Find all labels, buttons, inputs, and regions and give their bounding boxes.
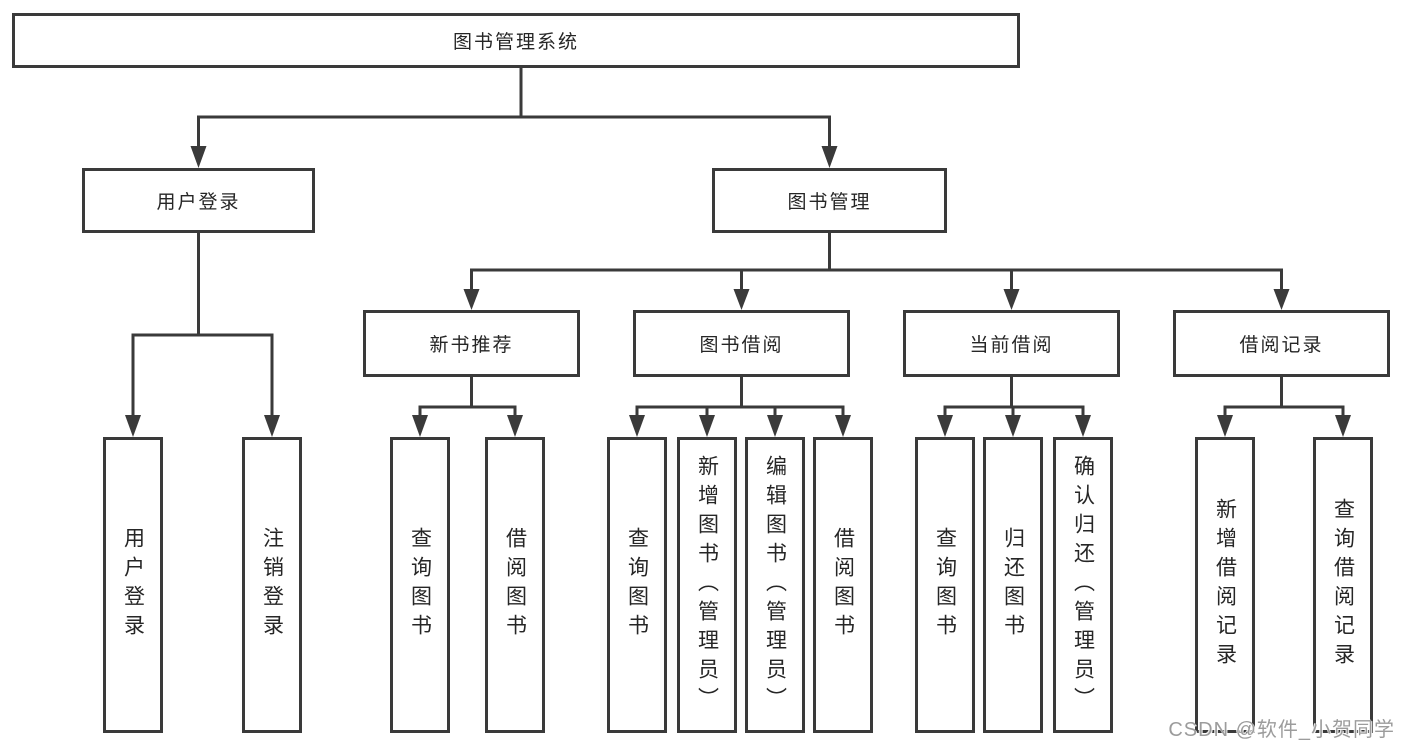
leaf-edit-book-admin-label: 编辑图书（管理员） — [763, 454, 787, 716]
leaf-user-login: 用户登录 — [103, 437, 163, 733]
node-root: 图书管理系统 — [12, 13, 1020, 68]
node-new-book-recommend: 新书推荐 — [363, 310, 580, 377]
leaf-confirm-return-admin: 确认归还（管理员） — [1053, 437, 1113, 733]
node-user-login-label: 用户登录 — [156, 192, 241, 213]
leaf-borrow-book: 借阅图书 — [813, 437, 873, 733]
leaf-add-book-admin: 新增图书（管理员） — [677, 437, 737, 733]
leaf-query-book-current-label: 查询图书 — [933, 527, 957, 643]
leaf-query-borrow-record: 查询借阅记录 — [1313, 437, 1373, 733]
leaf-add-borrow-record-label: 新增借阅记录 — [1213, 498, 1237, 672]
node-book-management-label: 图书管理 — [787, 192, 872, 213]
node-user-login: 用户登录 — [82, 168, 315, 233]
leaf-confirm-return-admin-label: 确认归还（管理员） — [1071, 454, 1095, 716]
leaf-query-book-current: 查询图书 — [915, 437, 975, 733]
leaf-add-book-admin-label: 新增图书（管理员） — [695, 454, 719, 716]
leaf-user-login-label: 用户登录 — [121, 527, 145, 643]
node-root-label: 图书管理系统 — [452, 32, 579, 53]
leaf-query-book-recommend: 查询图书 — [390, 437, 450, 733]
leaf-return-book-label: 归还图书 — [1001, 527, 1025, 643]
leaf-query-book-borrow-label: 查询图书 — [625, 527, 649, 643]
leaf-borrow-book-recommend-label: 借阅图书 — [503, 527, 527, 643]
node-book-management: 图书管理 — [712, 168, 947, 233]
node-current-borrow-label: 当前借阅 — [969, 335, 1054, 356]
node-borrow-records: 借阅记录 — [1173, 310, 1390, 377]
leaf-add-borrow-record: 新增借阅记录 — [1195, 437, 1255, 733]
node-current-borrow: 当前借阅 — [903, 310, 1120, 377]
leaf-logout-label: 注销登录 — [260, 527, 284, 643]
leaf-borrow-book-label: 借阅图书 — [831, 527, 855, 643]
watermark: CSDN @软件_小贺同学 — [1168, 719, 1395, 741]
leaf-query-book-borrow: 查询图书 — [607, 437, 667, 733]
leaf-query-book-recommend-label: 查询图书 — [408, 527, 432, 643]
node-borrow-records-label: 借阅记录 — [1239, 335, 1324, 356]
leaf-return-book: 归还图书 — [983, 437, 1043, 733]
node-book-borrow: 图书借阅 — [633, 310, 850, 377]
leaf-edit-book-admin: 编辑图书（管理员） — [745, 437, 805, 733]
leaf-query-borrow-record-label: 查询借阅记录 — [1331, 498, 1355, 672]
leaf-borrow-book-recommend: 借阅图书 — [485, 437, 545, 733]
leaf-logout: 注销登录 — [242, 437, 302, 733]
node-book-borrow-label: 图书借阅 — [699, 335, 784, 356]
node-new-book-recommend-label: 新书推荐 — [429, 335, 514, 356]
